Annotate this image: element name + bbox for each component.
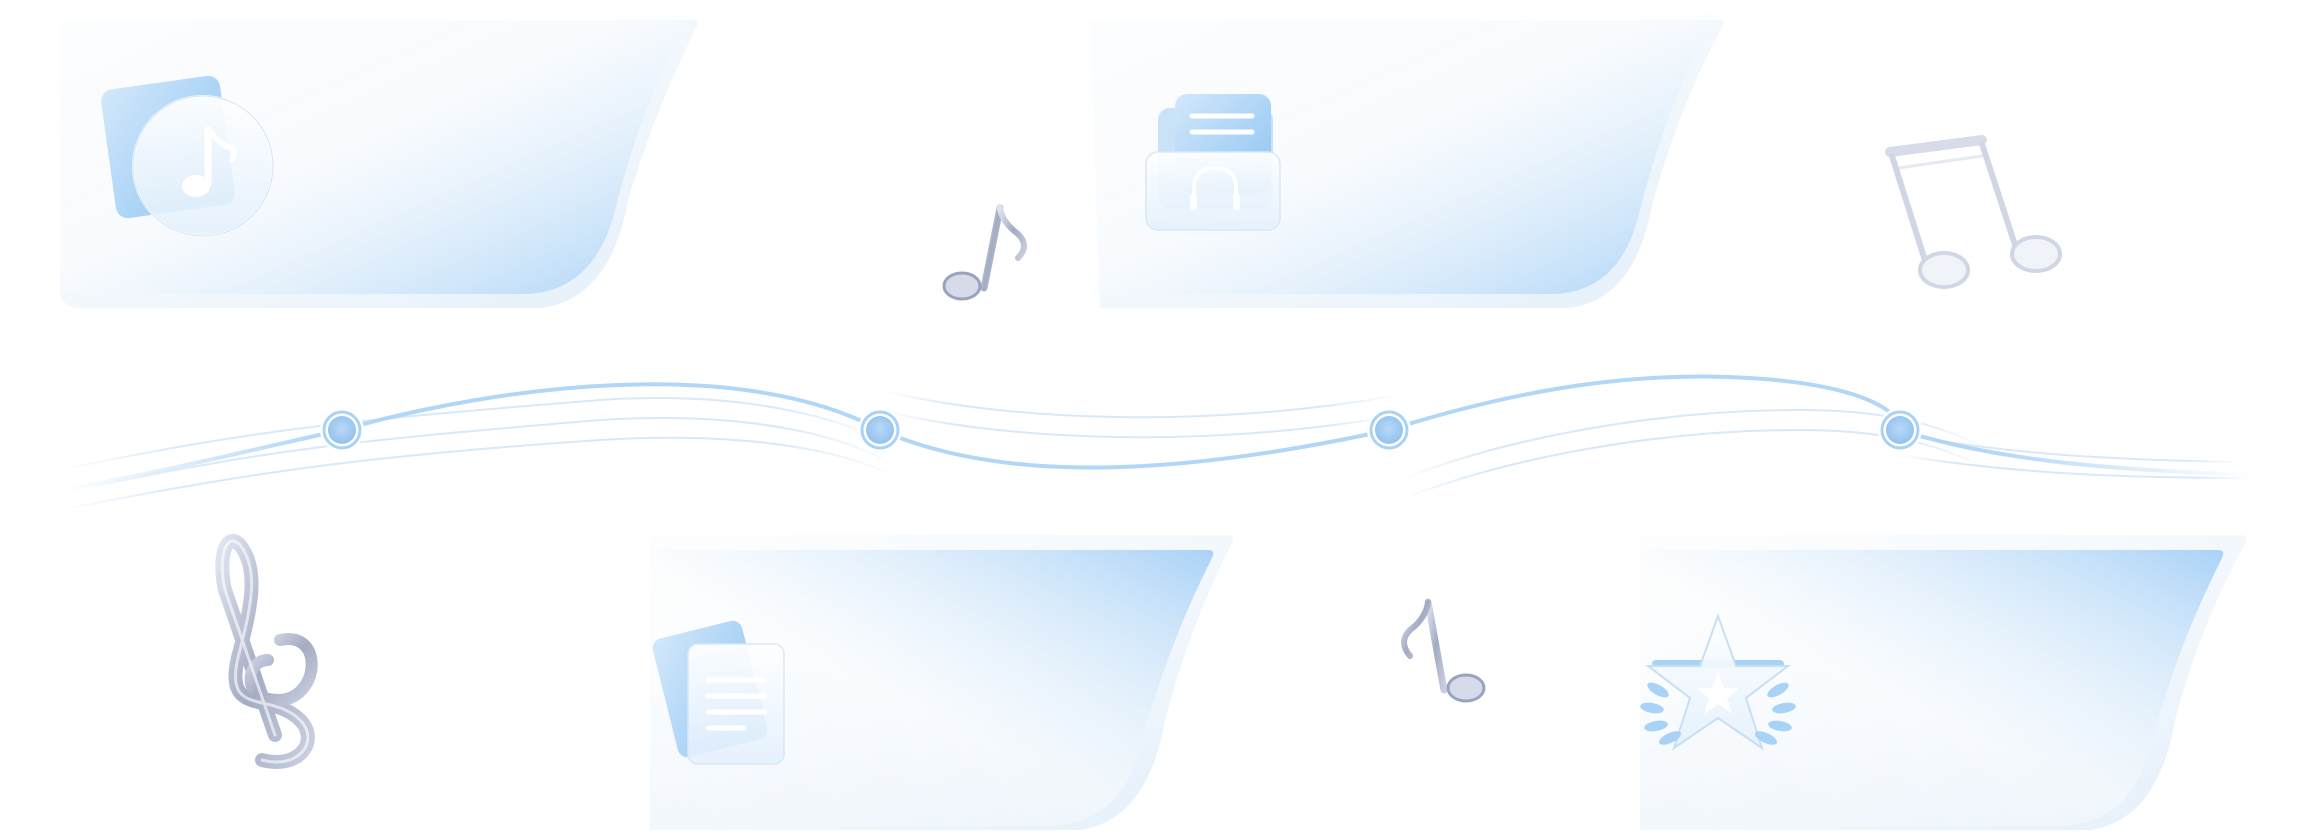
bottom-right-panel (1640, 535, 2247, 830)
document-icon (652, 620, 785, 765)
top-left-panel (60, 14, 699, 308)
eighth-note-icon (942, 204, 1027, 301)
timeline-nodes (320, 408, 1922, 452)
timeline-node (1878, 408, 1922, 452)
treble-clef-icon (215, 534, 318, 769)
music-album-icon (101, 75, 274, 237)
timeline-node (1367, 408, 1411, 452)
bottom-left-panel (650, 535, 1234, 830)
star-award-icon (1640, 613, 1796, 751)
timeline-node (320, 408, 364, 452)
timeline (59, 374, 2251, 511)
beamed-notes-icon (1885, 135, 2062, 289)
top-right-panel (1090, 14, 1724, 308)
eighth-note-icon (1401, 598, 1486, 703)
audio-playlist-icon (1145, 94, 1281, 231)
timeline-node (858, 408, 902, 452)
